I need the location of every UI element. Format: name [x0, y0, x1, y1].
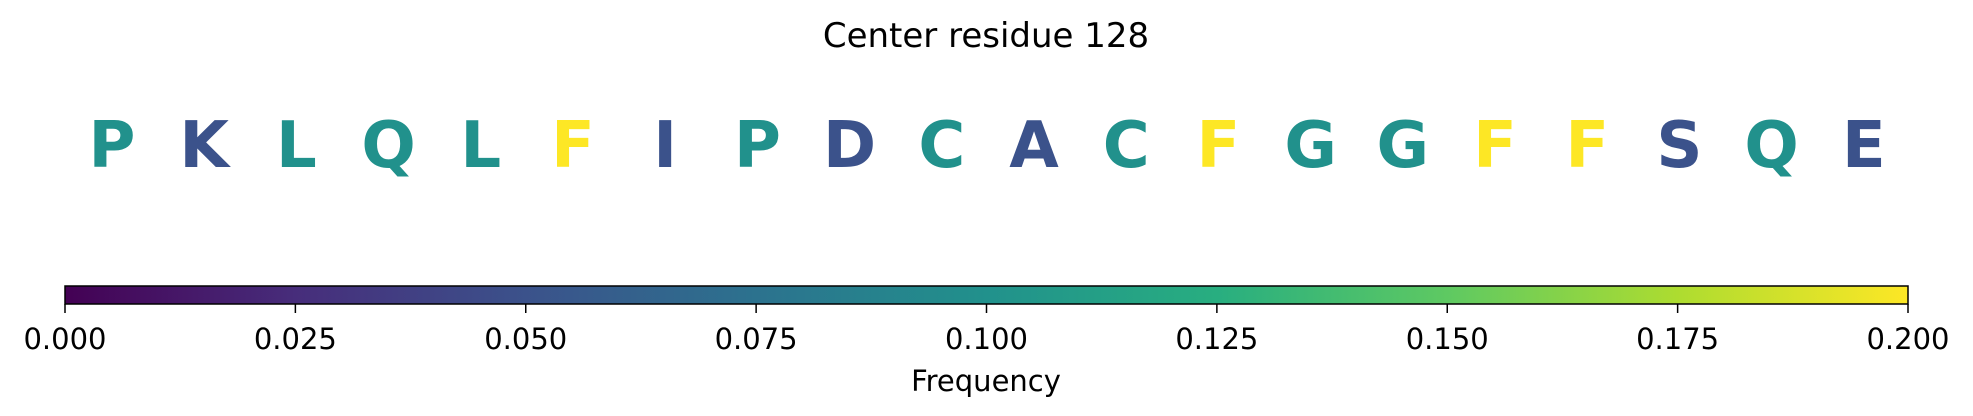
residue-letter: Q [1744, 109, 1798, 183]
colorbar [64, 285, 1909, 305]
residue-letter: P [734, 109, 781, 183]
colorbar-tick-label: 0.125 [1175, 322, 1258, 356]
residue-letter: F [1197, 109, 1241, 183]
colorbar-tick-label: 0.025 [254, 322, 337, 356]
residue-letter: G [1377, 109, 1430, 183]
colorbar-tick-label: 0.150 [1406, 322, 1489, 356]
colorbar-tick-label: 0.075 [715, 322, 798, 356]
residue-letter: Q [361, 109, 415, 183]
colorbar-tick-label: 0.000 [23, 322, 106, 356]
residue-letter: E [1842, 109, 1886, 183]
residue-letter: A [1009, 109, 1059, 183]
residue-letter: D [823, 109, 876, 183]
colorbar-tick-label: 0.050 [484, 322, 567, 356]
residue-letter: F [1473, 109, 1517, 183]
residue-letter: I [653, 109, 677, 183]
colorbar-tick-label: 0.100 [945, 322, 1028, 356]
residue-letter: F [1565, 109, 1609, 183]
residue-letter: G [1284, 109, 1337, 183]
colorbar-label: Frequency [911, 364, 1061, 398]
residue-letter: L [276, 109, 317, 183]
residue-letter: C [1103, 109, 1150, 183]
residue-letter: F [551, 109, 595, 183]
colorbar-ticks: 0.000 0.025 0.050 0.075 0.100 0.125 0.150 0.175… [23, 304, 1950, 356]
residue-letter: P [89, 109, 136, 183]
colorbar-tick-label: 0.200 [1866, 322, 1949, 356]
colorbar-tick-label: 0.175 [1636, 322, 1719, 356]
residue-letter: L [460, 109, 501, 183]
chart-title: Center residue 128 [823, 16, 1149, 56]
residue-letter: K [179, 109, 231, 183]
residue-letter: C [918, 109, 965, 183]
residue-letter: S [1656, 109, 1702, 183]
